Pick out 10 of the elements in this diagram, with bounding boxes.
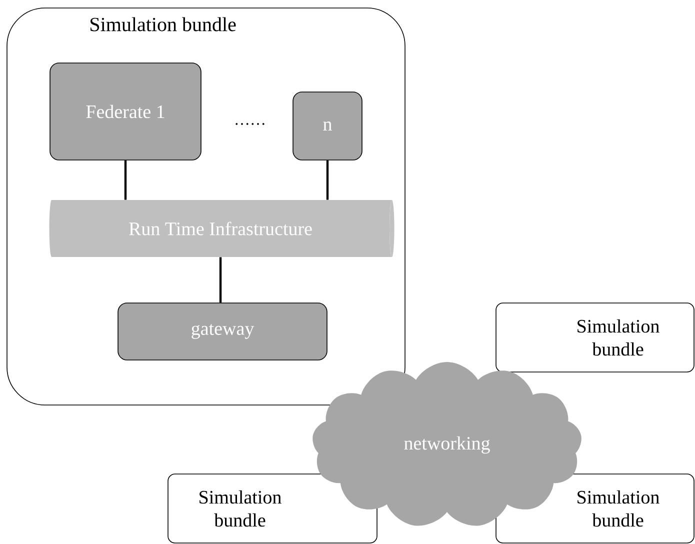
connector-line [124, 160, 127, 200]
bundle-box: Simulation bundle [496, 302, 694, 372]
bundle-box: Simulation bundle [168, 474, 378, 544]
component-box: gateway [118, 302, 328, 360]
connector-line [326, 160, 329, 200]
component-box: Federate 1 [50, 62, 202, 160]
connector-line [219, 257, 222, 303]
pipe-cylinder: Run Time Infrastructure [49, 200, 394, 257]
component-box: n [292, 92, 362, 160]
ellipsis-label: …… [236, 123, 264, 125]
